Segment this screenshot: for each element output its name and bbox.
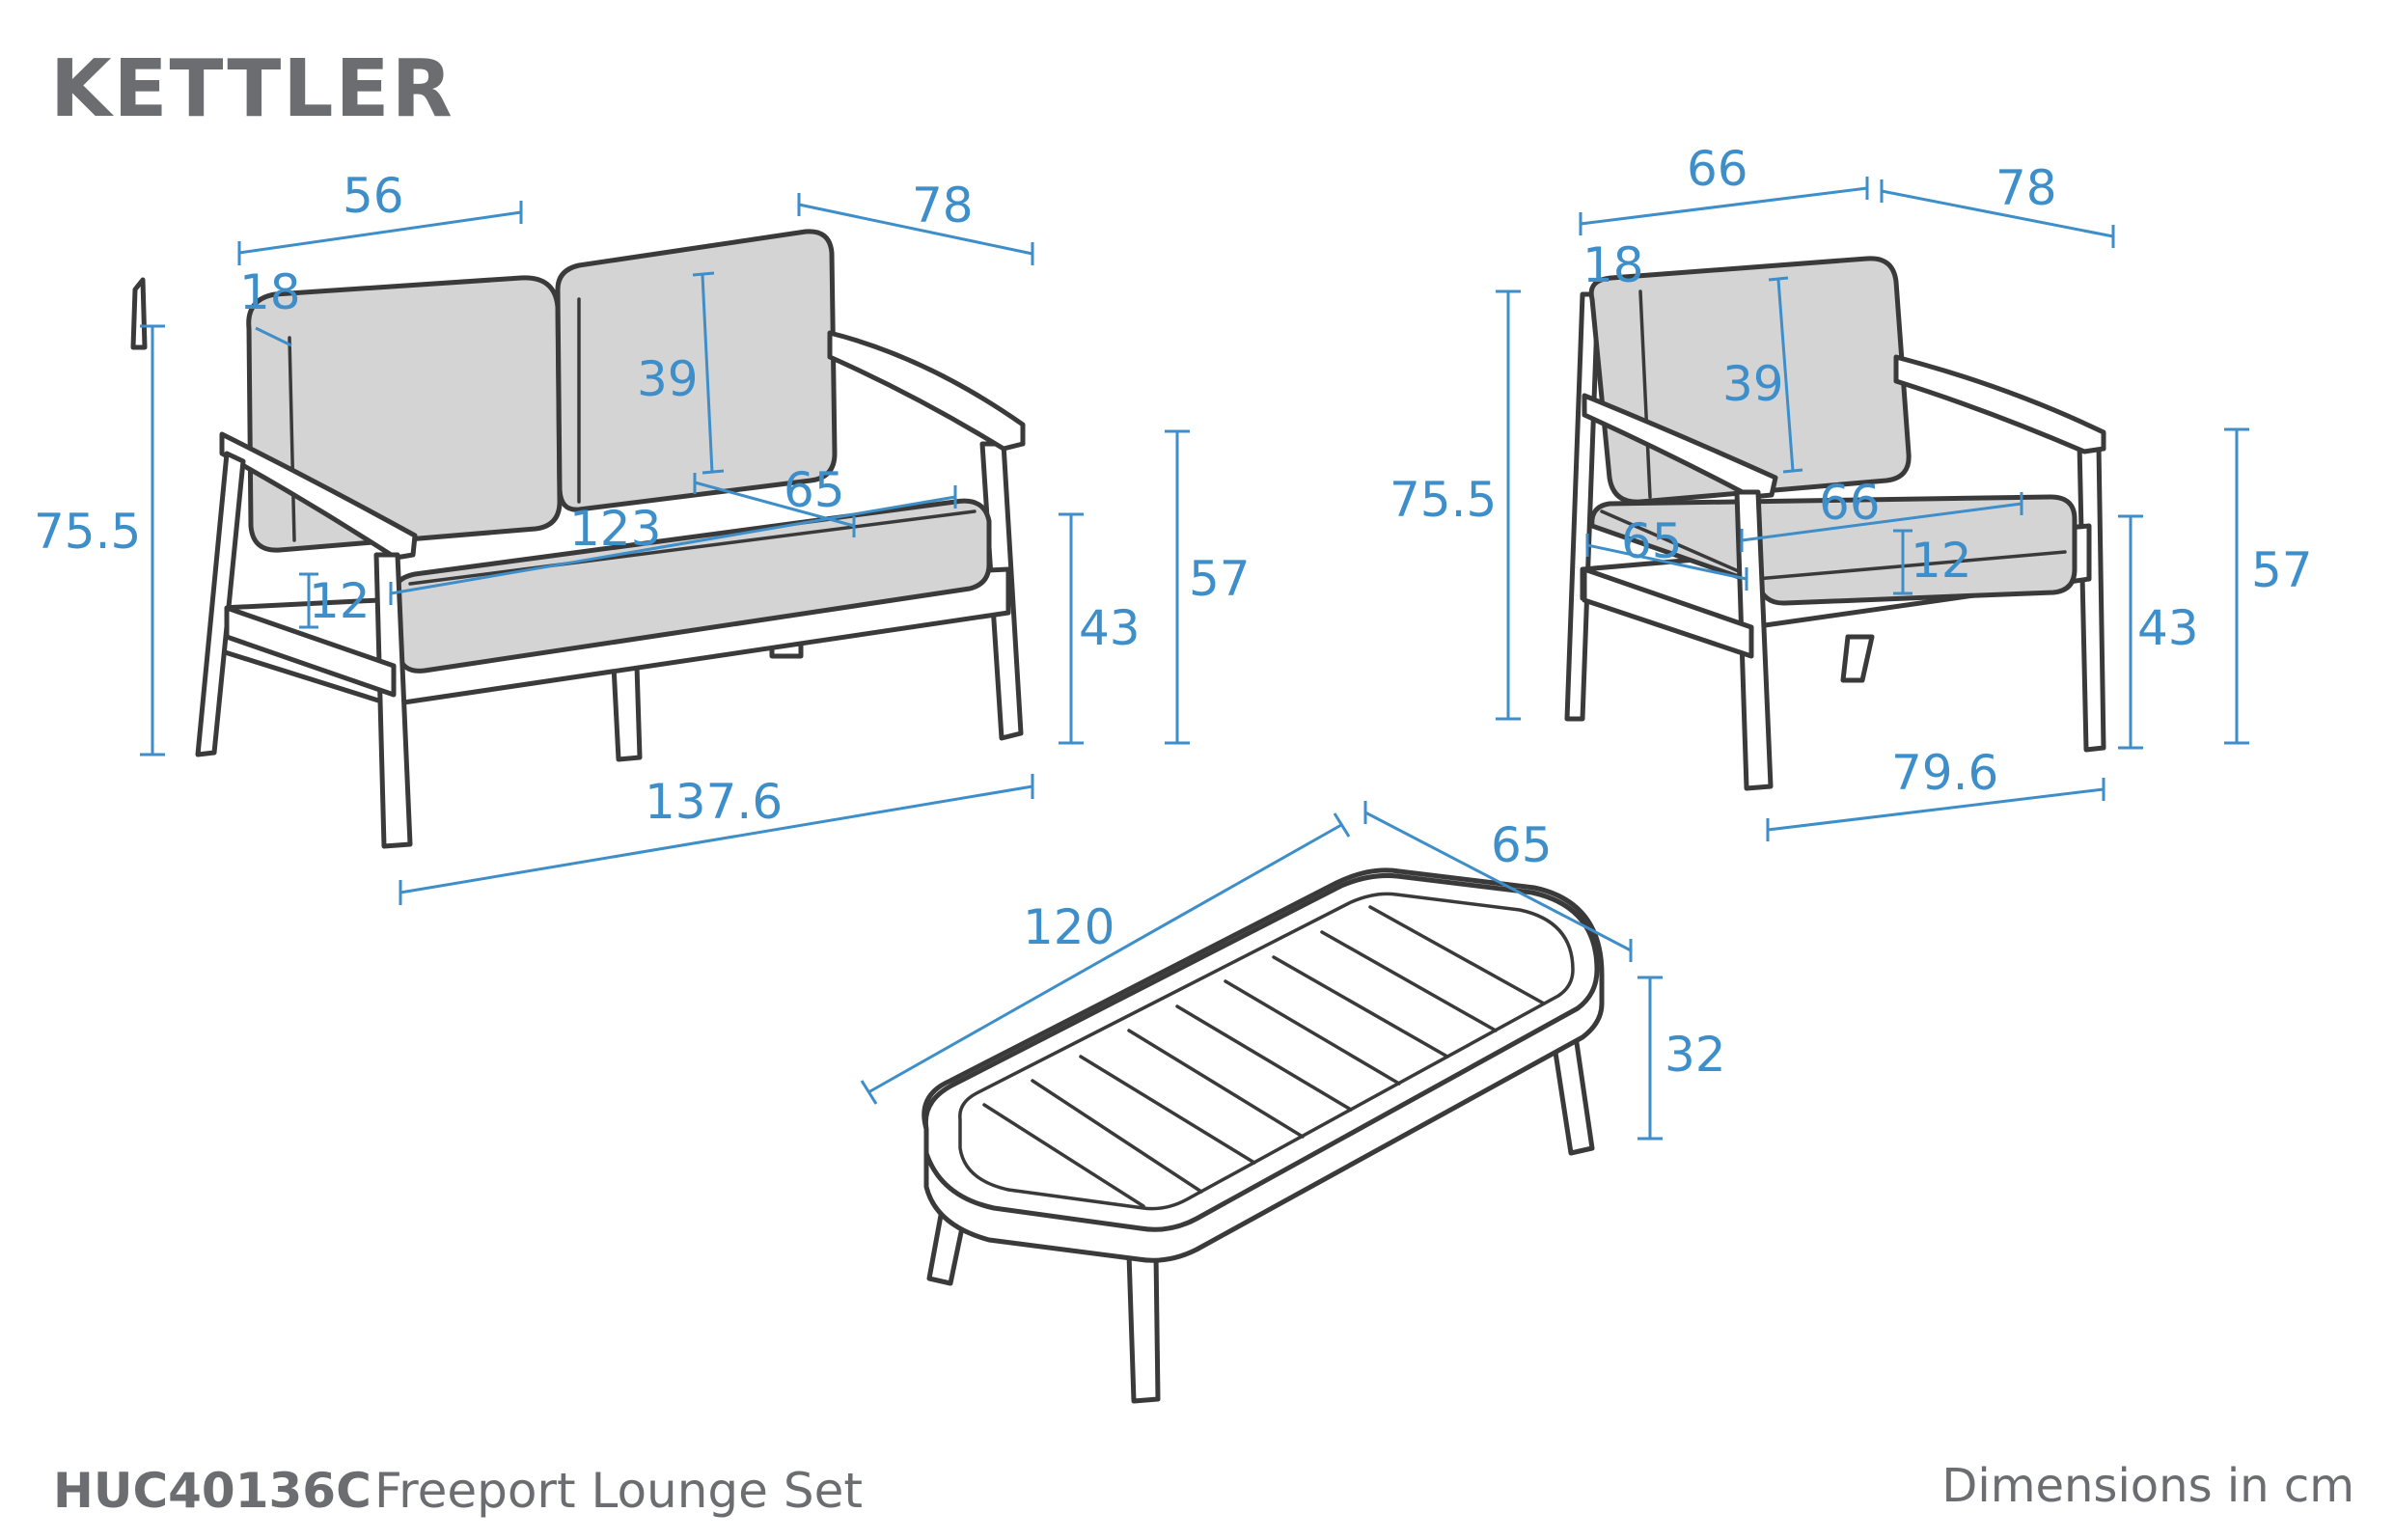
sofa-drawing bbox=[130, 229, 1026, 849]
sofa-dim-back-height: 39 bbox=[637, 351, 699, 407]
sofa-back-cushion-left bbox=[246, 275, 563, 553]
sofa-dim-total-height: 75.5 bbox=[34, 504, 141, 560]
sofa-dim-seat-cushion-depth: 65 bbox=[784, 462, 845, 518]
sofa-middle-leg bbox=[611, 663, 643, 762]
table-inner-border bbox=[958, 892, 1575, 1211]
footer: HUC40136C Freeport Lounge Set Dimensions… bbox=[53, 1459, 2354, 1519]
sofa-back-leg-left bbox=[130, 277, 148, 350]
table-slats bbox=[982, 905, 1546, 1208]
sofa-dim-seat-cushion-thickness: 12 bbox=[309, 573, 371, 629]
sofa-dim-seat-width: 56 bbox=[343, 168, 404, 224]
table-dim-height: 32 bbox=[1665, 1027, 1726, 1083]
armchair-dim-seat-height: 43 bbox=[2137, 600, 2199, 656]
armchair-dim-seat-depth: 78 bbox=[1995, 160, 2057, 216]
armchair-drawing bbox=[1564, 256, 2106, 791]
sofa-dimensions: 56 78 18 39 65 123 12 75.5 bbox=[34, 168, 1251, 905]
armchair-seat-cushion bbox=[1589, 494, 2078, 606]
armchair-rear-right-leg bbox=[1840, 634, 1875, 683]
dimensions-note: Dimensions in cm bbox=[1941, 1459, 2354, 1513]
sofa-left-rear-leg bbox=[195, 451, 246, 757]
sofa-dim-seat-cushion-width: 123 bbox=[569, 501, 661, 557]
sofa-left-rail bbox=[224, 605, 397, 698]
sofa-dim-total-width: 137.6 bbox=[645, 774, 783, 830]
coffee-table-dimensions: 120 65 32 bbox=[860, 801, 1726, 1141]
armchair-dim-total-width: 79.6 bbox=[1891, 745, 1998, 801]
product-name: Freeport Lounge Set bbox=[374, 1463, 863, 1519]
sofa-left-arm bbox=[219, 431, 418, 561]
sofa-dim-seat-height: 43 bbox=[1079, 600, 1141, 656]
sofa-right-arm bbox=[827, 330, 1026, 452]
armchair-left-rail bbox=[1582, 566, 1754, 659]
sofa-seat-cushion-top bbox=[408, 509, 977, 586]
sofa-back-cushion-left-inner bbox=[288, 336, 296, 542]
armchair-dim-seat-width: 66 bbox=[1687, 141, 1748, 197]
sofa-back-cushion-right bbox=[555, 229, 838, 512]
armchair-dim-total-height: 75.5 bbox=[1390, 472, 1497, 528]
armchair-dim-seat-cushion-thickness: 12 bbox=[1911, 533, 1972, 589]
armchair-left-arm bbox=[1582, 393, 1778, 500]
table-leg-front bbox=[1126, 1251, 1161, 1404]
table-dim-width: 65 bbox=[1491, 817, 1553, 873]
sofa-left-front-leg bbox=[373, 552, 413, 849]
table-top-surface bbox=[922, 873, 1600, 1232]
armchair-dimensions: 66 78 18 39 75.5 65 66 12 bbox=[1390, 141, 2313, 841]
sofa-dim-back-thickness: 18 bbox=[239, 264, 301, 320]
product-code: HUC40136C bbox=[53, 1463, 371, 1519]
armchair-dim-arm-height: 57 bbox=[2251, 542, 2313, 598]
coffee-table-drawing bbox=[922, 867, 1605, 1404]
armchair-dim-back-thickness: 18 bbox=[1582, 237, 1644, 293]
armchair-right-post bbox=[2077, 441, 2106, 753]
sofa-dim-arm-height: 57 bbox=[1189, 551, 1251, 607]
armchair-back-cushion-inner bbox=[1638, 289, 1652, 499]
sofa-dim-seat-depth: 78 bbox=[912, 178, 974, 234]
sofa-seat-cushion bbox=[392, 498, 992, 674]
armchair-rear-left-leg bbox=[1564, 291, 1601, 722]
table-dim-length: 120 bbox=[1023, 899, 1114, 955]
armchair-dim-seat-cushion-depth: 65 bbox=[1621, 513, 1683, 569]
brand-logo: KETTLER bbox=[50, 43, 454, 135]
armchair-dim-back-height: 39 bbox=[1722, 356, 1784, 412]
armchair-dim-seat-cushion-width: 66 bbox=[1819, 475, 1881, 531]
armchair-right-arm bbox=[1893, 354, 2106, 454]
